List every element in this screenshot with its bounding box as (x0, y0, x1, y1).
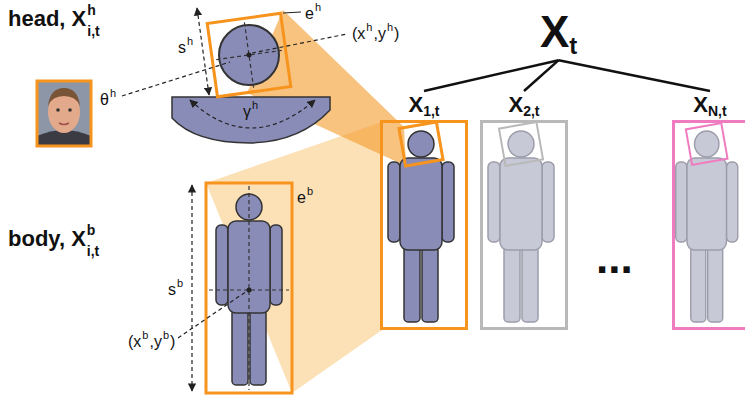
variable-subscript: N,t (708, 103, 727, 119)
person-head-box (686, 123, 728, 165)
head-center (246, 52, 252, 58)
section-title: head, X (8, 8, 86, 30)
person-head-box (499, 122, 543, 166)
head-scale-line (197, 8, 209, 95)
parameter-symbol: ,y (149, 334, 161, 350)
head-bounding-box (207, 13, 291, 97)
state-variable: Xt (540, 10, 577, 58)
person-head-box (399, 122, 443, 166)
parameter-symbol: (x (352, 26, 365, 42)
person-frame (380, 120, 468, 330)
variable-subscript: t (569, 32, 577, 59)
body-axis (209, 186, 289, 390)
section-title: body, X (8, 228, 86, 250)
person-frame (480, 120, 568, 330)
body-center (247, 288, 252, 293)
parameter-symbol: ) (170, 334, 175, 350)
superscript: h (387, 22, 393, 33)
superscript: h (187, 36, 193, 47)
yaw-arc (190, 100, 315, 128)
person-box: X1,t (380, 94, 468, 330)
node-heading: Xt (540, 10, 577, 58)
variable-subscript: 2,t (523, 103, 539, 119)
variable-symbol: X (540, 7, 569, 56)
shoulders-top-view (172, 97, 330, 143)
head-axis (212, 18, 287, 93)
superscript: b (87, 223, 96, 237)
subscript: i,t (87, 244, 99, 258)
parameter-symbol: ,y (373, 26, 385, 42)
person-frame (672, 120, 745, 330)
parameter-symbol: e (305, 6, 314, 22)
variable-symbol: X (693, 92, 708, 117)
head-eccentricity-leader (283, 12, 301, 13)
superscript: h (366, 22, 372, 33)
person-head-box (399, 122, 443, 166)
person-box: X2,t (480, 94, 568, 330)
body-position-leader (178, 291, 247, 338)
tree-link (424, 60, 559, 91)
node-heading: XN,t (672, 94, 745, 118)
superscript: b (177, 278, 183, 289)
variable-symbol: X (508, 92, 523, 117)
superscript: h (315, 2, 321, 13)
body-scale-line (191, 185, 192, 391)
head-position-leader (252, 34, 347, 53)
tree-link (524, 60, 559, 91)
variable-subscript: 1,t (423, 103, 439, 119)
node-heading: X2,t (480, 94, 568, 118)
superscript: h (110, 88, 116, 99)
body-projection-cone (206, 122, 382, 393)
face-photo (37, 81, 91, 146)
parameter-symbol: θ (100, 92, 109, 108)
ellipsis: ... (596, 236, 633, 280)
head-tilt-leader (122, 62, 230, 96)
person-box: XN,t (672, 94, 745, 330)
parameter-symbol: (x (128, 334, 141, 350)
parameter-symbol: ) (394, 26, 399, 42)
superscript: b (163, 330, 169, 341)
photo-mouth (59, 123, 69, 125)
superscript: h (252, 100, 258, 111)
photo-hair (48, 88, 80, 106)
tree-link (559, 60, 710, 91)
parameter-symbol: e (297, 190, 306, 206)
head-box (207, 13, 291, 97)
variable-symbol: X (408, 92, 423, 117)
photo-eye (68, 108, 72, 112)
superscript: h (87, 3, 96, 17)
photo-frame (37, 81, 91, 146)
subscript: i,t (87, 24, 99, 38)
photo-background (37, 81, 91, 146)
superscript: b (307, 186, 313, 197)
node-heading: X1,t (380, 94, 468, 118)
parameter-symbol: γ (243, 104, 251, 120)
person-figure (676, 131, 738, 322)
head-top-view (219, 25, 279, 85)
body-bounding-box (206, 183, 292, 393)
parameter-symbol: s (178, 40, 186, 56)
superscript: b (142, 330, 148, 341)
photo-eye (56, 108, 60, 112)
person-head-box (499, 122, 543, 166)
person-head-box (686, 123, 728, 165)
parameter-symbol: s (168, 282, 176, 298)
person-figure (488, 131, 554, 322)
